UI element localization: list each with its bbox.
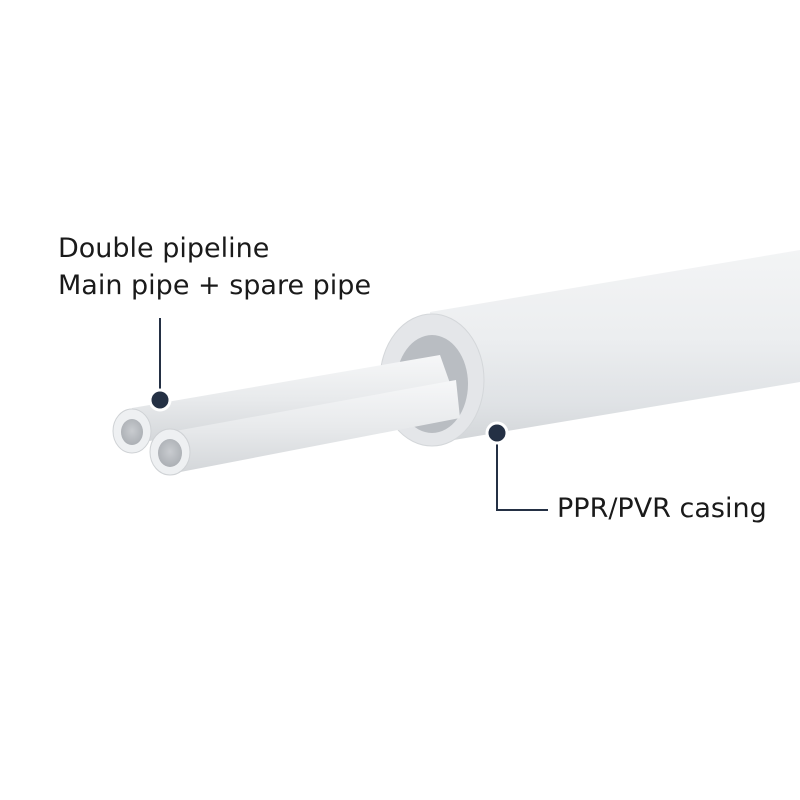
main-pipe-body bbox=[132, 355, 452, 444]
main-spare-pipe-label: Main pipe + spare pipe bbox=[58, 270, 372, 301]
pipeline-marker-dot bbox=[148, 388, 172, 412]
double-pipeline-label: Double pipeline bbox=[58, 233, 270, 264]
casing-leader-line bbox=[496, 433, 548, 511]
main-pipe-bore bbox=[121, 419, 143, 445]
casing-label: PPR/PVR casing bbox=[557, 493, 767, 524]
casing-body bbox=[430, 250, 800, 444]
casing-marker-dot bbox=[485, 421, 509, 445]
spare-pipe-bore bbox=[158, 439, 182, 467]
spare-pipe-body bbox=[170, 380, 460, 474]
